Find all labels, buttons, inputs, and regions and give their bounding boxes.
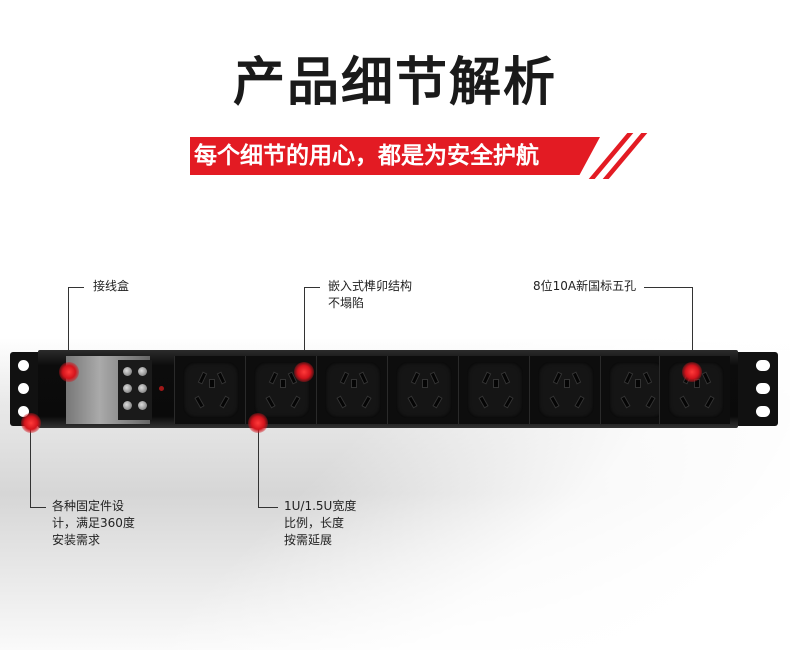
socket-face <box>538 362 594 418</box>
mount-label-line1: 各种固定件设 <box>52 499 125 513</box>
socket <box>316 356 389 424</box>
junction-marker <box>59 362 79 382</box>
mortise-label: 嵌入式榫卯结构 不塌陷 <box>328 278 412 312</box>
socket-callout-line-h <box>644 287 692 288</box>
subtitle-text: 每个细节的用心，都是为安全护航 <box>194 143 539 169</box>
width-callout-line-v <box>258 423 259 507</box>
bracket-hole <box>756 360 770 371</box>
terminal-screw <box>123 401 132 410</box>
right-mounting-bracket <box>734 352 778 426</box>
bracket-hole <box>756 406 770 417</box>
terminal-screw <box>138 401 147 410</box>
width-label: 1U/1.5U宽度 比例，长度 按需延展 <box>284 498 356 549</box>
bracket-hole <box>18 406 29 417</box>
indicator-light <box>159 386 164 391</box>
junction-box-label: 接线盒 <box>93 279 130 293</box>
width-callout-line-h <box>258 507 278 508</box>
socket-callout-line-v <box>692 287 693 371</box>
width-label-line1: 1U/1.5U宽度 <box>284 499 357 513</box>
socket <box>529 356 602 424</box>
mortise-label-line1: 嵌入式榫卯结构 <box>328 279 413 293</box>
socket-label: 8位10A新国标五孔 <box>533 279 637 293</box>
width-marker <box>248 413 268 433</box>
socket-face <box>609 362 665 418</box>
terminal-screw <box>123 384 132 393</box>
bracket-hole <box>18 383 29 394</box>
socket-face <box>325 362 381 418</box>
width-label-line3: 按需延展 <box>284 533 333 547</box>
mortise-label-line2: 不塌陷 <box>328 296 365 310</box>
socket-marker <box>682 362 702 382</box>
width-label-line2: 比例，长度 <box>284 516 345 530</box>
mount-callout-line-h <box>30 507 46 508</box>
mount-label: 各种固定件设 计，满足360度 安装需求 <box>52 498 135 549</box>
terminal-screw <box>123 367 132 376</box>
bracket-hole <box>756 383 770 394</box>
socket-face <box>396 362 452 418</box>
mortise-marker <box>294 362 314 382</box>
socket <box>387 356 460 424</box>
subtitle-banner <box>190 137 600 175</box>
terminal-screw <box>138 384 147 393</box>
mount-label-line3: 安装需求 <box>52 533 101 547</box>
socket-face <box>467 362 523 418</box>
bracket-hole <box>18 360 29 371</box>
mortise-callout-line-v <box>304 287 305 371</box>
socket <box>458 356 531 424</box>
mortise-callout-line-h <box>304 287 320 288</box>
socket <box>174 356 247 424</box>
junction-callout-line-h <box>68 287 84 288</box>
socket-face <box>183 362 239 418</box>
mount-marker <box>21 413 41 433</box>
mount-label-line2: 计，满足360度 <box>52 516 135 530</box>
junction-callout-line-v <box>68 287 69 371</box>
terminal-screw <box>138 367 147 376</box>
page-title: 产品细节解析 <box>232 53 557 113</box>
mount-callout-line-v <box>30 423 31 507</box>
